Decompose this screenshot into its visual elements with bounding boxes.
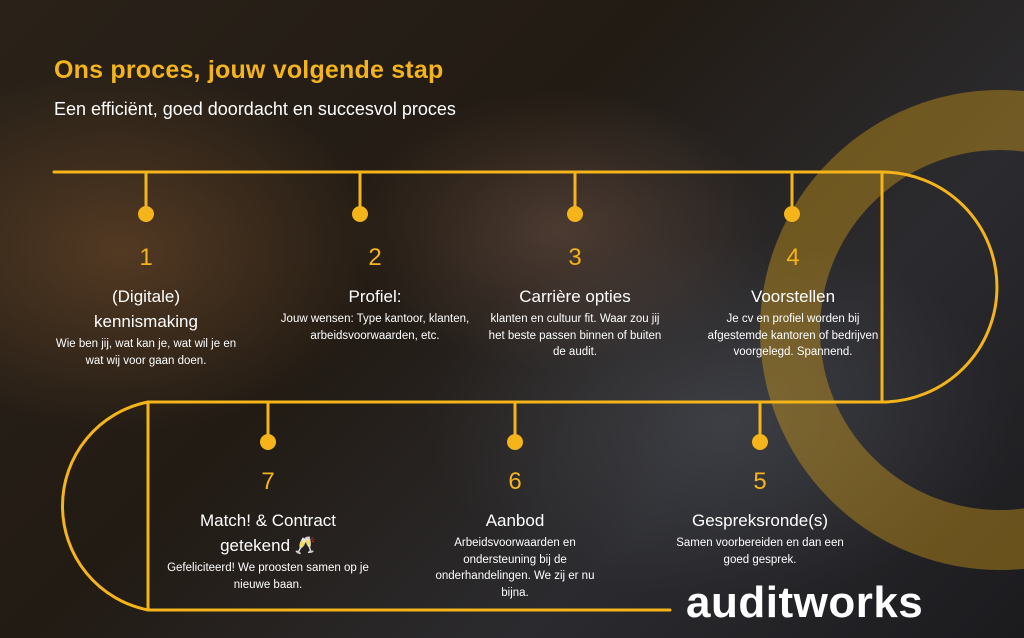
page-subtitle: Een efficiënt, goed doordacht en succesv… — [54, 99, 456, 119]
step-2-title: Profiel: — [348, 287, 402, 306]
step-4-description: Je cv en profiel worden bij afgestemde k… — [707, 313, 879, 358]
step-3-number: 3 — [568, 244, 582, 271]
step-3-title: Carrière opties — [519, 287, 631, 306]
step-3: 3 Carrière opties klanten en cultuur fit… — [487, 244, 663, 361]
step-1-title-line2: kennismaking — [94, 312, 198, 331]
step-4: 4 Voorstellen Je cv en profiel worden bi… — [706, 244, 880, 361]
step-3-marker — [567, 206, 583, 222]
step-1-description: Wie ben jij, wat kan je, wat wil je en w… — [55, 338, 237, 367]
step-7-title-line2: getekend 🥂 — [220, 536, 316, 555]
step-7: 7 Match! & Contract getekend 🥂 Gefelicit… — [162, 468, 374, 593]
step-3-description: klanten en cultuur fit. Waar zou jij het… — [488, 313, 662, 358]
step-5-number: 5 — [753, 468, 767, 495]
step-2: 2 Profiel: Jouw wensen: Type kantoor, kl… — [266, 244, 484, 344]
step-4-marker — [784, 206, 800, 222]
step-6-title: Aanbod — [485, 511, 545, 530]
step-5-description: Samen voorbereiden en dan een goed gespr… — [676, 537, 844, 566]
step-7-description: Gefeliciteerd! We proosten samen op je n… — [167, 562, 369, 591]
step-7-title: Match! & Contract — [199, 511, 337, 530]
step-5-title: Gespreksronde(s) — [691, 511, 829, 530]
step-1-marker — [138, 206, 154, 222]
step-1-title: (Digitale) — [111, 287, 181, 306]
step-7-marker — [260, 434, 276, 450]
step-4-number: 4 — [786, 244, 800, 271]
step-6: 6 Aanbod Arbeidsvoorwaarden en ondersteu… — [430, 468, 600, 601]
auditworks-logo: auditworks — [686, 578, 924, 627]
step-7-number: 7 — [261, 468, 275, 495]
step-6-description: Arbeidsvoorwaarden en ondersteuning bij … — [435, 537, 595, 599]
step-4-title: Voorstellen — [750, 287, 836, 306]
timeline-track — [52, 170, 999, 612]
step-1-number: 1 — [139, 244, 153, 271]
step-5-marker — [752, 434, 768, 450]
step-6-number: 6 — [508, 468, 522, 495]
step-2-marker — [352, 206, 368, 222]
step-1: 1 (Digitale) kennismaking Wie ben jij, w… — [48, 244, 244, 369]
step-2-number: 2 — [368, 244, 382, 271]
step-2-description: Jouw wensen: Type kantoor, klanten, arbe… — [280, 313, 470, 342]
step-6-marker — [507, 434, 523, 450]
step-5: 5 Gespreksronde(s) Samen voorbereiden en… — [666, 468, 854, 568]
page-title: Ons proces, jouw volgende stap — [54, 56, 444, 84]
